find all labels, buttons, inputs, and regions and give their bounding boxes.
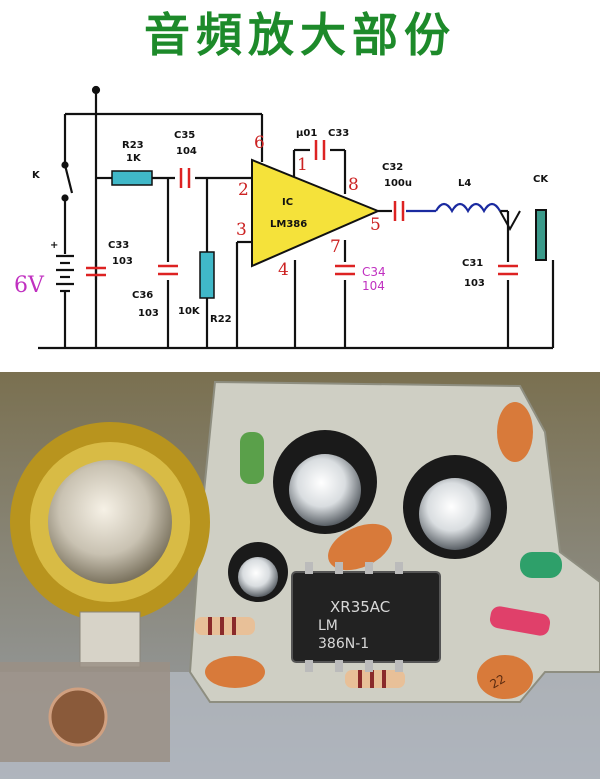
capacitor-c33-top	[314, 140, 326, 160]
c36-value: 103	[138, 308, 159, 319]
page-title: 音頻放大部份	[144, 8, 456, 62]
volume-knob-shaft	[48, 460, 172, 584]
resistor-pink	[489, 606, 551, 636]
resistor-2	[345, 670, 405, 688]
inductor-small	[240, 432, 264, 484]
capacitor-c31	[498, 264, 518, 276]
c34-value: 104	[362, 279, 385, 293]
capacitor-c35	[179, 168, 191, 188]
inductor-l4	[435, 202, 501, 214]
voltage-label: 6V	[14, 273, 45, 298]
pin-5: 5	[370, 215, 381, 235]
cap-marking: 22	[488, 672, 508, 692]
c32-value: 100u	[384, 178, 412, 189]
c35-value: 104	[176, 146, 197, 157]
chip-marking-2: LM	[318, 618, 338, 634]
resistor-r23	[111, 170, 153, 186]
pin-2: 2	[238, 180, 249, 200]
r22-value: 10K	[178, 306, 201, 317]
svg-text:+: +	[50, 240, 58, 251]
circuit-board-photo: 22 XR35AC LM 386N-1	[0, 372, 600, 779]
c35-name: C35	[174, 130, 195, 141]
pin-8: 8	[348, 175, 359, 195]
c33-top-name: C33	[328, 128, 349, 139]
ic-lm386-triangle	[251, 158, 381, 268]
r23-name: R23	[122, 140, 144, 151]
l4-name: L4	[458, 178, 471, 189]
c31-value: 103	[464, 278, 485, 289]
capacitor-c36	[158, 264, 178, 276]
ceramic-cap-3	[205, 656, 265, 688]
r23-value: 1K	[126, 153, 142, 164]
c33-top-value: μ01	[296, 128, 317, 139]
c31-name: C31	[462, 258, 483, 269]
chip-marking-1: XR35AC	[330, 598, 390, 616]
jack-ck	[535, 209, 547, 261]
resistor-r22	[199, 251, 215, 299]
pin-3: 3	[236, 220, 247, 240]
c34-name: C34	[362, 265, 386, 279]
ceramic-cap-1	[328, 523, 392, 571]
c36-name: C36	[132, 290, 153, 301]
r22-name: R22	[210, 314, 232, 325]
ceramic-cap-22	[477, 655, 533, 699]
c33-left-value: 103	[112, 256, 133, 267]
pin-6: 6	[254, 133, 265, 153]
pin-7: 7	[330, 237, 341, 257]
ceramic-cap-2	[497, 402, 533, 462]
resistor-1	[195, 617, 255, 635]
chip-marking-3: 386N-1	[318, 636, 369, 652]
capacitor-c34	[335, 264, 355, 276]
inductor-green	[520, 552, 562, 578]
switch-blade	[63, 164, 74, 194]
ic-model: LM386	[270, 219, 307, 230]
ic-label: IC	[282, 197, 293, 208]
ck-name: CK	[533, 174, 549, 185]
circuit-schematic: + IC LM386 6 1 2 3 4 8 5 7 K 6V R2	[14, 85, 555, 350]
capacitor-c33-left	[86, 266, 106, 277]
c33-left-name: C33	[108, 240, 129, 251]
switch-label: K	[32, 170, 41, 181]
c32-name: C32	[382, 162, 403, 173]
pin-4: 4	[278, 260, 289, 280]
pin-1: 1	[297, 155, 308, 175]
capacitor-c32	[393, 201, 405, 221]
